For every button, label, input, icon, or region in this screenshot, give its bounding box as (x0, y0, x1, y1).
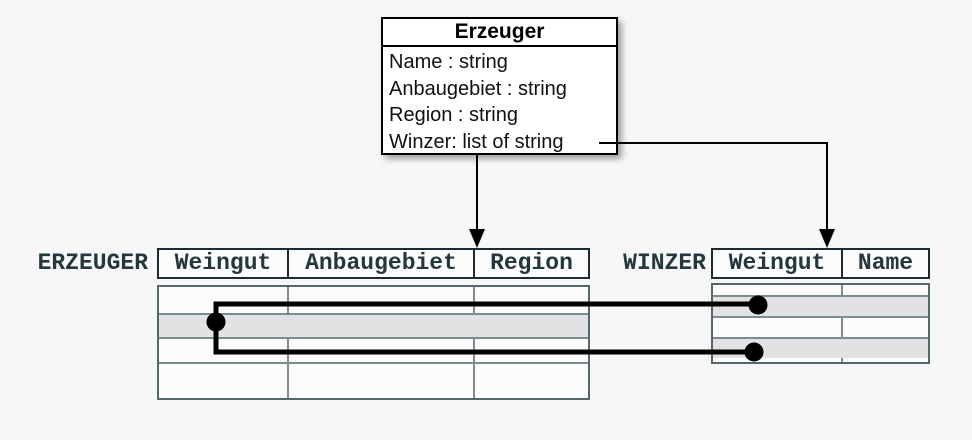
row-divider (713, 337, 928, 339)
winzer-column-weingut: Weingut (713, 250, 843, 277)
class-attribute-name: Name : string (389, 51, 508, 73)
erzeuger-header-row: Weingut Anbaugebiet Region (157, 248, 590, 279)
uml-class-box-erzeuger: Erzeuger Name : string Anbaugebiet : str… (381, 17, 618, 155)
winzer-table-label: WINZER (623, 250, 706, 276)
erzeuger-table-label: ERZEUGER (37, 250, 148, 276)
erzeuger-column-weingut: Weingut (159, 250, 289, 277)
class-title: Erzeuger (383, 19, 616, 47)
class-attribute-anbaugebiet: Anbaugebiet : string (389, 77, 567, 100)
arrow-down-to-erzeuger-icon (469, 155, 485, 248)
erzeuger-column-region: Region (490, 250, 573, 276)
column-divider (473, 287, 475, 398)
row-divider (159, 362, 588, 364)
erzeuger-table-body (157, 285, 590, 400)
column-divider (287, 287, 289, 398)
erzeuger-column-anbaugebiet: Anbaugebiet (289, 250, 475, 277)
erzeuger-highlighted-row (159, 315, 588, 337)
row-divider (713, 316, 928, 318)
arrow-elbow-to-winzer-icon (599, 142, 835, 248)
row-divider (713, 295, 928, 297)
winzer-highlighted-row-2 (713, 339, 928, 358)
column-divider (841, 285, 843, 362)
class-attribute-list: Name : string Anbaugebiet : string Regio… (383, 47, 616, 155)
winzer-table-body (711, 283, 930, 364)
class-attribute-region: Region : string (389, 104, 518, 126)
winzer-header-row: Weingut Name (711, 248, 930, 279)
winzer-column-name: Name (857, 250, 914, 276)
class-attribute-winzer: Winzer: list of string (389, 130, 564, 153)
winzer-highlighted-row-1 (713, 297, 928, 316)
row-divider (159, 337, 588, 339)
